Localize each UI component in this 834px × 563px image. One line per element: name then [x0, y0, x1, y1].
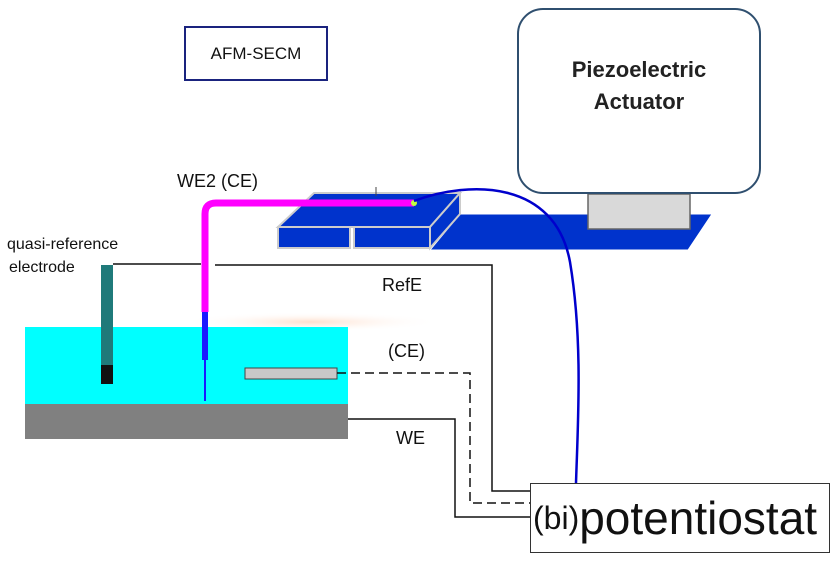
- quasi-reference-label-line2: electrode: [9, 259, 75, 276]
- counter-electrode-label: (CE): [388, 341, 425, 361]
- stage-block-top: [275, 192, 463, 228]
- counter-electrode-plate: [244, 367, 338, 380]
- probe-label: WE2 (CE): [177, 171, 258, 191]
- potentiostat-label: potentiostat: [579, 492, 818, 544]
- title-label: AFM-SECM: [210, 43, 302, 63]
- piezoelectric-actuator: Piezoelectric Actuator: [517, 8, 761, 194]
- potentiostat-prefix: (bi): [533, 499, 580, 536]
- title-box: AFM-SECM: [184, 26, 328, 81]
- actuator-label-line1: Piezoelectric: [571, 57, 707, 82]
- stage-block-front-left: [277, 226, 351, 249]
- probe-cantilever: [201, 199, 414, 312]
- solution-bath: [25, 327, 348, 404]
- ref-electrode-wire-cont: [215, 264, 530, 492]
- stage-block-front-right: [353, 226, 431, 249]
- working-electrode-label: WE: [396, 428, 425, 448]
- actuator-label-line2: Actuator: [593, 89, 685, 114]
- ref-electrode-label: RefE: [382, 275, 423, 295]
- probe-cable: [413, 188, 580, 484]
- quasi-reference-electrode-tip: [101, 365, 113, 384]
- quasi-reference-electrode-rod: [101, 265, 113, 365]
- counter-electrode-wire: [337, 372, 530, 504]
- substrate: [25, 404, 348, 439]
- quasi-reference-label-line1: quasi-reference: [7, 236, 119, 253]
- working-electrode-wire: [348, 418, 530, 518]
- actuator-mount: [587, 193, 691, 230]
- potentiostat-box: (bi)potentiostat: [530, 483, 830, 553]
